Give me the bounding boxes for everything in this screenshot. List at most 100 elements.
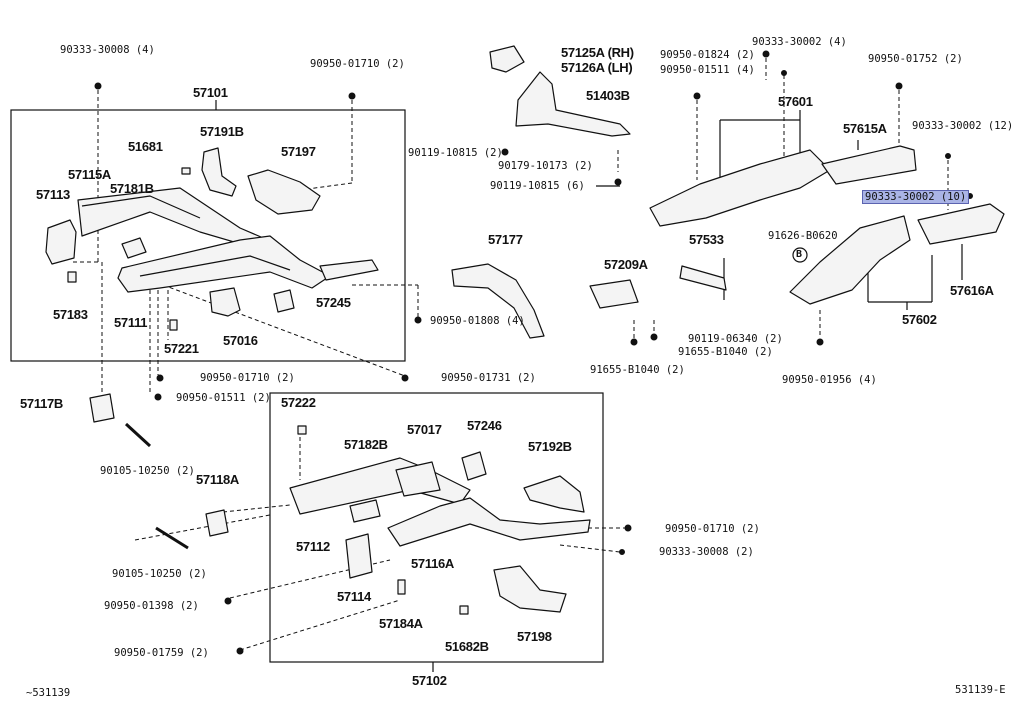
label-57117B: 57117B [20,396,64,411]
part-57114 [345,533,373,579]
part-57016 [209,287,241,317]
label-51682B: 51682B [445,639,489,654]
label-57601: 57601 [778,94,813,109]
label-57197: 57197 [281,144,316,159]
part-57017 [395,461,441,497]
label-90950-01956: 90950-01956 (4) [782,374,877,386]
part-57246 [461,451,487,481]
label-57221: 57221 [164,341,199,356]
label-90950-01511-2: 90950-01511 (2) [176,392,271,404]
label-90950-01752: 90950-01752 (2) [868,53,963,65]
label-57112: 57112 [296,539,330,554]
label-90950-01710-mid: 90950-01710 (2) [200,372,295,384]
label-57177: 57177 [488,232,523,247]
label-57192B: 57192B [528,439,572,454]
part-57209A [589,279,639,309]
label-90105-10250-b: 90105-10250 (2) [112,568,207,580]
part-57111-tail [319,259,379,281]
label-57118A: 57118A [196,472,240,487]
label-57246: 57246 [467,418,502,433]
label-57017: 57017 [407,422,442,437]
part-57221 [169,319,178,331]
part-57533 [679,265,727,291]
label-57616A: 57616A [950,283,994,298]
label-90950-01824: 90950-01824 (2) [660,49,755,61]
part-51682B [459,605,469,615]
label-57222: 57222 [281,395,316,410]
label-91655-B1040-a: 91655-B1040 (2) [678,346,773,358]
fastener-markers [94,50,973,655]
label-57126A: 57126A (LH) [561,60,633,75]
label-57181B: 57181B [110,181,154,196]
part-57125A [489,45,525,73]
label-90950-01731: 90950-01731 (2) [441,372,536,384]
label-90179-10173: 90179-10173 (2) [498,160,593,172]
diagram-code-right: 531139-E [955,684,1006,696]
label-57182B: 57182B [344,437,388,452]
diagram-code-left: ~531139 [26,687,71,699]
label-reference-b: B [796,249,803,260]
part-57116A [387,497,591,547]
label-90950-01710-right: 90950-01710 (2) [665,523,760,535]
label-91626-B0620: 91626-B0620 [768,230,838,242]
part-57245 [273,289,295,313]
label-57533: 57533 [689,232,724,247]
part-51403B [515,71,631,137]
label-90333-30008-top: 90333-30008 (4) [60,44,155,56]
part-57182B [349,499,381,523]
part-57118A [205,509,229,537]
label-57116A: 57116A [411,556,455,571]
label-90950-01398: 90950-01398 (2) [104,600,199,612]
part-57113 [45,219,77,265]
label-90333-30002-10-highlighted[interactable]: 90333-30002 (10) [862,190,970,204]
label-51403B: 51403B [586,88,630,103]
label-57016: 57016 [223,333,258,348]
label-57101: 57101 [193,85,228,100]
label-57615A: 57615A [843,121,887,136]
label-57102: 57102 [412,673,447,688]
label-90119-10815-2: 90119-10815 (2) [408,147,503,159]
part-57616A [917,203,1005,245]
label-57114: 57114 [337,589,371,604]
label-51681: 51681 [128,139,163,154]
label-90119-10815-6: 90119-10815 (6) [490,180,585,192]
label-90950-01511-4: 90950-01511 (4) [660,64,755,76]
part-57197 [247,169,321,215]
part-57192B [523,475,585,513]
label-57602: 57602 [902,312,937,327]
label-90950-01710-top: 90950-01710 (2) [310,58,405,70]
label-91655-B1040-b: 91655-B1040 (2) [590,364,685,376]
part-57177 [451,263,545,339]
part-51681 [181,167,191,175]
part-57601 [649,149,831,227]
label-90333-30002-12: 90333-30002 (12) [912,120,1014,132]
label-57115A: 57115A [68,167,112,182]
part-57111 [117,235,331,293]
part-57191B [201,147,237,197]
label-90105-10250-a: 90105-10250 (2) [100,465,195,477]
frame-57101 [10,109,406,362]
part-57117B [89,393,115,423]
label-57191B: 57191B [200,124,244,139]
part-57198 [493,565,567,613]
label-57198: 57198 [517,629,552,644]
label-57209A: 57209A [604,257,648,272]
part-57183 [67,271,77,283]
part-57184A [397,579,406,595]
label-90950-01808: 90950-01808 (4) [430,315,525,327]
bolt-90105-a [124,422,152,448]
part-57602 [789,215,911,305]
reference-mark-b [792,247,808,263]
part-57222 [297,425,307,435]
part-57615A [821,145,917,185]
label-57113: 57113 [36,187,70,202]
label-90333-30008-2: 90333-30008 (2) [659,546,754,558]
label-90119-06340: 90119-06340 (2) [688,333,783,345]
label-57111: 57111 [114,315,148,330]
label-90333-30002-4: 90333-30002 (4) [752,36,847,48]
part-57181B [121,237,147,259]
label-57245: 57245 [316,295,351,310]
label-57183: 57183 [53,307,88,322]
